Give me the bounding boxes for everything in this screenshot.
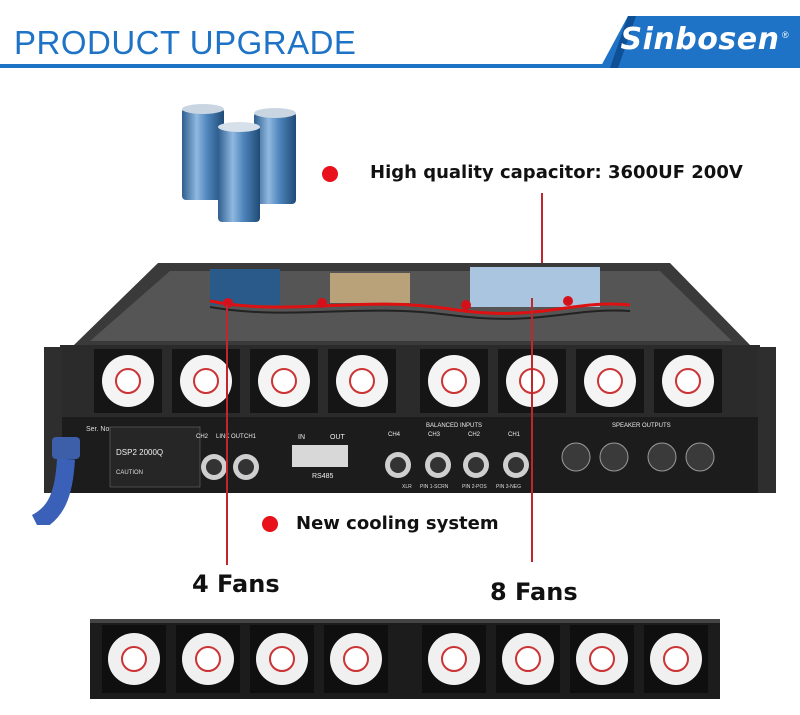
cooling-marker-dot bbox=[262, 516, 278, 532]
panel-rs-in-label: IN bbox=[298, 434, 305, 441]
brand-logo-text: Sinbosen bbox=[620, 22, 780, 57]
panel-xlr-ch2: CH2 bbox=[468, 432, 481, 438]
panel-line-in-ch1: CH1 bbox=[244, 434, 257, 440]
panel-balanced-inputs-label: BALANCED INPUTS bbox=[426, 423, 483, 429]
brand-registered-mark: ® bbox=[782, 30, 789, 40]
title-underline bbox=[0, 64, 800, 68]
panel-serial-label: Ser. No bbox=[86, 426, 110, 433]
panel-xlr-ch1: CH1 bbox=[508, 432, 521, 438]
page-title: PRODUCT UPGRADE bbox=[14, 24, 357, 61]
cooling-callout-label: New cooling system bbox=[296, 513, 499, 534]
fans-left-label: 4 Fans bbox=[192, 570, 280, 598]
panel-xlr-pin-label: XLR bbox=[402, 484, 412, 490]
panel-pin3-label: PIN 3-NEG bbox=[496, 484, 522, 490]
panel-xlr-ch4: CH4 bbox=[388, 432, 401, 438]
panel-rs485-label: RS485 bbox=[312, 473, 334, 480]
panel-speaker-outputs-label: SPEAKER OUTPUTS bbox=[612, 423, 671, 429]
panel-line-link-out: LINK OUT bbox=[216, 434, 244, 440]
fans-left-leader-line bbox=[226, 305, 228, 565]
panel-pin1-label: PIN 1-SCRN bbox=[420, 484, 449, 490]
amplifier-rear-panel bbox=[31, 263, 776, 525]
capacitor-callout-label: High quality capacitor: 3600UF 200V bbox=[370, 162, 743, 183]
brand-logo-banner bbox=[600, 16, 800, 68]
fan-panel-image bbox=[90, 619, 720, 699]
capacitor-leader-line bbox=[541, 193, 543, 301]
capacitor-marker-dot bbox=[322, 166, 338, 182]
panel-model-label: DSP2 2000Q bbox=[116, 448, 164, 457]
capacitor-image bbox=[182, 104, 296, 222]
panel-pin2-label: PIN 2-POS bbox=[462, 484, 487, 490]
panel-caution-label: CAUTION bbox=[116, 470, 143, 476]
panel-xlr-ch3: CH3 bbox=[428, 432, 441, 438]
fans-right-label: 8 Fans bbox=[490, 578, 578, 606]
fan-row bbox=[94, 349, 722, 413]
fans-right-leader-line bbox=[531, 298, 533, 562]
panel-rs-out-label: OUT bbox=[330, 434, 345, 441]
panel-line-in-ch2: CH2 bbox=[196, 434, 209, 440]
